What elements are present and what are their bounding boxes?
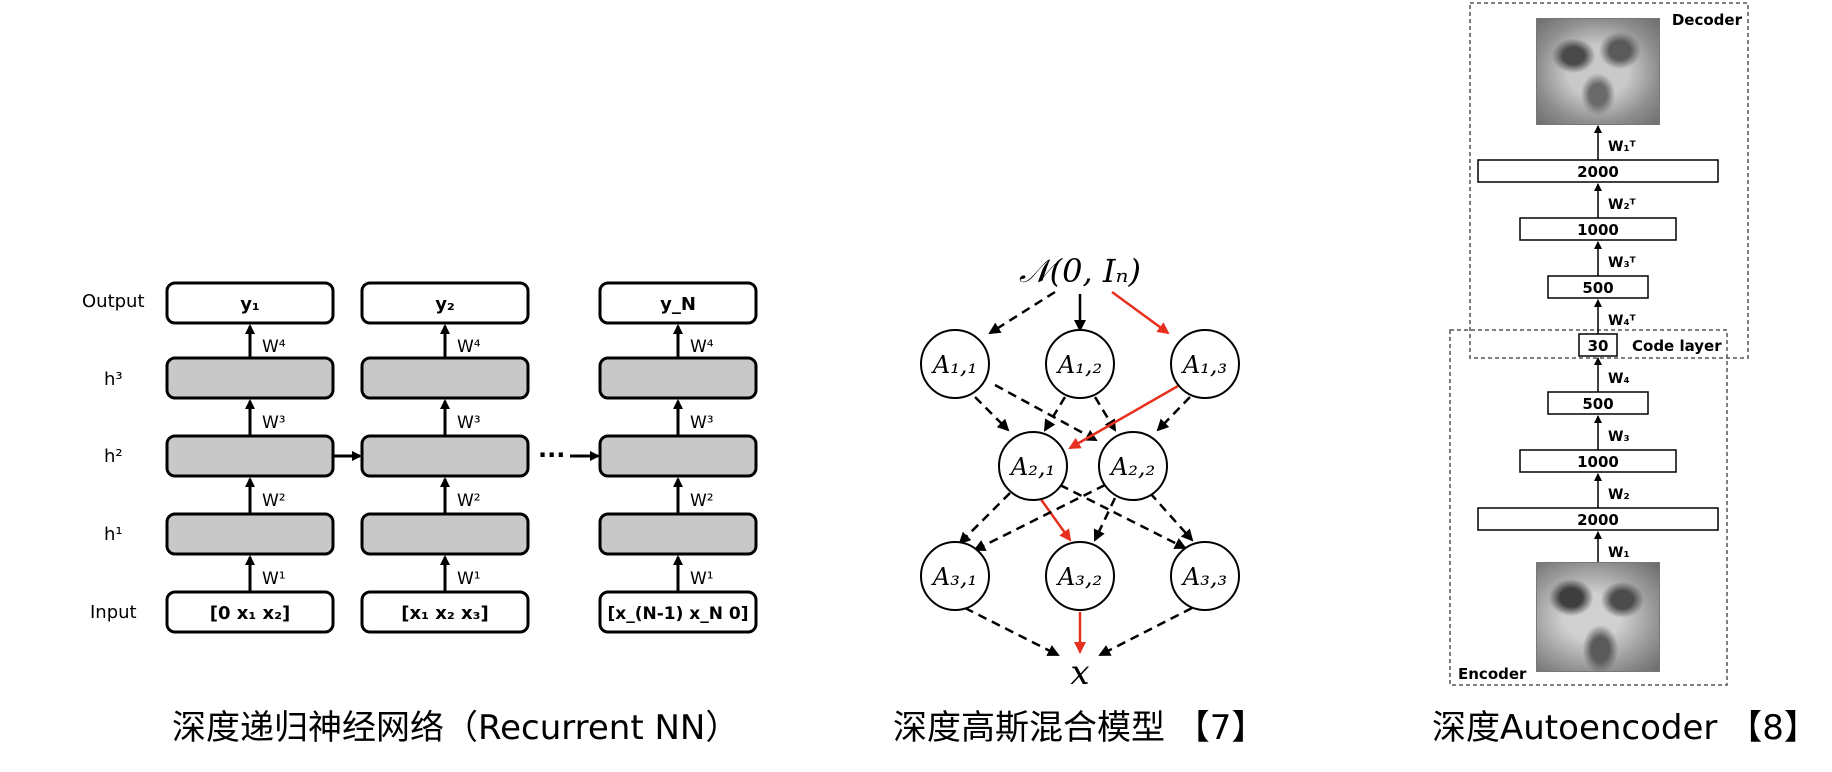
weight-w4t: W₄ᵀ — [1608, 313, 1636, 329]
encoder-label: Encoder — [1458, 665, 1527, 683]
svg-text:1000: 1000 — [1577, 221, 1619, 239]
hidden-box-h1 — [167, 514, 333, 554]
weight-w2: W² — [690, 491, 714, 511]
hidden-box-h1 — [600, 514, 756, 554]
hidden-box-h2 — [600, 436, 756, 476]
code-layer-label: Code layer — [1632, 337, 1722, 355]
weight-w1: W₁ — [1608, 545, 1630, 561]
weight-w3: W³ — [262, 413, 286, 433]
svg-text:A₃,₃: A₃,₃ — [1181, 563, 1227, 591]
hidden-box-h2 — [167, 436, 333, 476]
gmm-diagram: 𝒩(0, Iₙ) A₁,₁ A₁,₂ A₁,₃ A₂,₁ A₂,₂ A₃,₁ — [900, 0, 1260, 690]
weight-w3t: W₃ᵀ — [1608, 255, 1636, 271]
svg-text:A₁,₂: A₁,₂ — [1056, 351, 1102, 379]
input-label: [x_(N-1) x_N 0] — [607, 604, 748, 624]
gmm-node-a22: A₂,₂ — [1099, 432, 1167, 500]
encoder-face-image — [1536, 562, 1660, 672]
hidden-box-h2 — [362, 436, 528, 476]
rnn-caption: 深度递归神经网络（Recurrent NN） — [172, 700, 739, 749]
gmm-node-a13: A₁,₃ — [1171, 330, 1239, 398]
weight-w3: W³ — [457, 413, 481, 433]
ellipsis: ··· — [538, 441, 565, 469]
rnn-column-N: y_N [x_(N-1) x_N 0] W⁴ W³ W² W¹ — [600, 283, 756, 632]
weight-w3: W³ — [690, 413, 714, 433]
gmm-node-a21: A₂,₁ — [999, 432, 1067, 500]
weight-w4: W⁴ — [262, 337, 286, 357]
gmm-prior-label: 𝒩(0, Iₙ) — [1019, 252, 1141, 290]
row-label-output: Output — [82, 291, 145, 312]
weight-w4: W₄ — [1608, 371, 1630, 387]
autoencoder-caption: 深度Autoencoder 【8】 — [1432, 700, 1818, 749]
hidden-box-h3 — [167, 358, 333, 398]
gmm-output-x: x — [1070, 653, 1089, 690]
svg-text:500: 500 — [1582, 395, 1613, 413]
gmm-node-a32: A₃,₂ — [1046, 542, 1114, 610]
svg-text:1000: 1000 — [1577, 453, 1619, 471]
weight-w1: W¹ — [690, 569, 714, 589]
input-label: [x₁ x₂ x₃] — [401, 603, 488, 624]
weight-w2t: W₂ᵀ — [1608, 197, 1636, 213]
hidden-box-h3 — [600, 358, 756, 398]
svg-text:2000: 2000 — [1577, 163, 1619, 181]
weight-w2: W² — [457, 491, 481, 511]
gmm-node-a11: A₁,₁ — [921, 330, 989, 398]
output-label: y_N — [660, 294, 696, 315]
row-label-h1: h¹ — [104, 524, 123, 545]
hidden-box-h1 — [362, 514, 528, 554]
weight-w1: W¹ — [262, 569, 286, 589]
weight-w2: W² — [262, 491, 286, 511]
svg-text:A₂,₂: A₂,₂ — [1109, 453, 1155, 481]
input-label: [0 x₁ x₂] — [210, 603, 291, 624]
row-label-h3: h³ — [104, 369, 123, 390]
weight-w4: W⁴ — [690, 337, 714, 357]
hidden-box-h3 — [362, 358, 528, 398]
gmm-svg: 𝒩(0, Iₙ) A₁,₁ A₁,₂ A₁,₃ A₂,₁ A₂,₂ A₃,₁ — [900, 0, 1260, 690]
svg-text:A₁,₁: A₁,₁ — [931, 351, 977, 379]
weight-w4: W⁴ — [457, 337, 481, 357]
svg-text:A₁,₃: A₁,₃ — [1181, 351, 1227, 379]
output-label: y₂ — [435, 294, 455, 315]
gmm-node-a31: A₃,₁ — [921, 542, 989, 610]
svg-text:A₂,₁: A₂,₁ — [1009, 453, 1055, 481]
rnn-svg: Output h³ h² h¹ Input y₁ [0 x₁ x₂] W⁴ W³… — [0, 0, 780, 680]
gmm-caption: 深度高斯混合模型 【7】 — [893, 700, 1265, 749]
gmm-node-a12: A₁,₂ — [1046, 330, 1114, 398]
weight-w2: W₂ — [1608, 487, 1630, 503]
decoder-face-image — [1536, 18, 1660, 125]
svg-text:A₃,₁: A₃,₁ — [931, 563, 977, 591]
svg-text:30: 30 — [1588, 337, 1609, 355]
weight-w1t: W₁ᵀ — [1608, 139, 1636, 155]
rnn-diagram: Output h³ h² h¹ Input y₁ [0 x₁ x₂] W⁴ W³… — [0, 0, 780, 680]
weight-w3: W₃ — [1608, 429, 1630, 445]
autoencoder-diagram: Decoder Encoder 2000 1000 500 30 Code la… — [1440, 0, 1760, 690]
gmm-node-a33: A₃,₃ — [1171, 542, 1239, 610]
svg-text:500: 500 — [1582, 279, 1613, 297]
weight-w1: W¹ — [457, 569, 481, 589]
rnn-column-2: y₂ [x₁ x₂ x₃] W⁴ W³ W² W¹ — [362, 283, 528, 632]
svg-text:A₃,₂: A₃,₂ — [1056, 563, 1102, 591]
decoder-label: Decoder — [1672, 11, 1743, 29]
row-label-h2: h² — [104, 446, 123, 467]
output-label: y₁ — [240, 294, 260, 315]
svg-text:2000: 2000 — [1577, 511, 1619, 529]
row-label-input: Input — [90, 602, 137, 623]
rnn-column-1: y₁ [0 x₁ x₂] W⁴ W³ W² W¹ — [167, 283, 333, 632]
